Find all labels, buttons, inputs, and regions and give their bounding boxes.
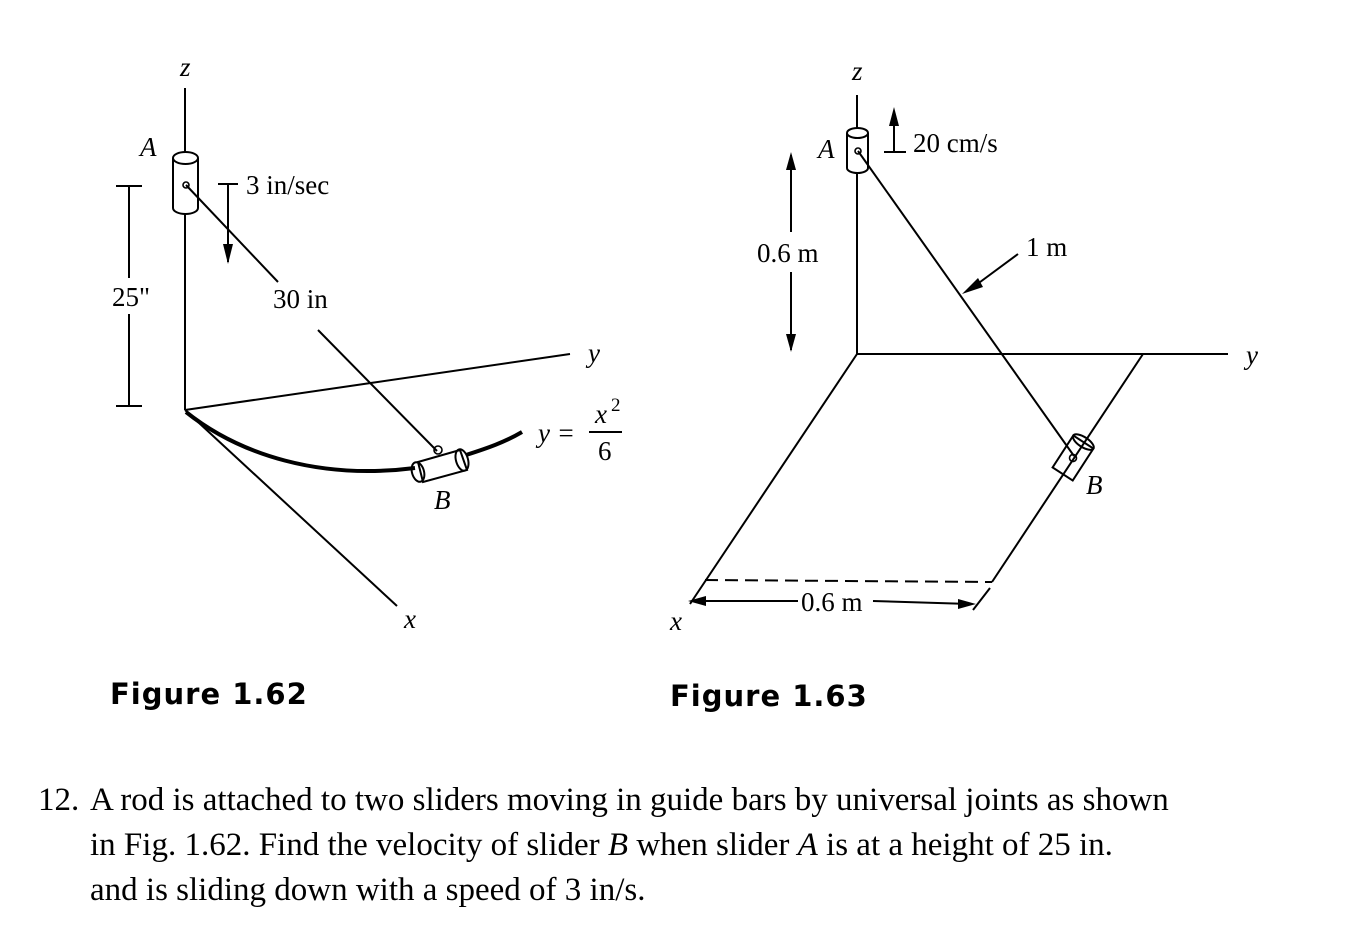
- problem-line-2-text-c: when slider: [628, 827, 798, 863]
- z-axis-label: z: [179, 52, 191, 82]
- curve-equation: y = x 2 6: [535, 395, 622, 466]
- velocity-arrow: [218, 183, 238, 264]
- problem-number: 12.: [38, 782, 80, 818]
- speed-label: 20 cm/s: [913, 128, 998, 158]
- height-dimension: [786, 152, 796, 352]
- rod-upper: [185, 184, 279, 283]
- slider-a: [172, 151, 199, 215]
- problem-text: A rod is attached to two sliders moving …: [90, 778, 1360, 913]
- dashed-edge: [704, 579, 993, 583]
- guide-curve: [184, 410, 416, 473]
- x-axis: [689, 353, 858, 605]
- z-axis-label: z: [851, 56, 863, 86]
- y-axis-label: y: [585, 338, 600, 368]
- equation-lhs: y =: [535, 418, 575, 448]
- figure-163: z y x 0.6 m A: [669, 56, 1258, 713]
- point-a-label: A: [138, 132, 157, 162]
- y-axis-label: y: [1243, 340, 1258, 370]
- problem-line-1: A rod is attached to two sliders moving …: [90, 778, 1360, 823]
- speed-label: 3 in/sec: [246, 170, 329, 200]
- slider-a: [846, 127, 869, 174]
- rod-lower: [317, 329, 438, 452]
- guide-bar: [991, 353, 1144, 583]
- point-a-label: A: [816, 134, 835, 164]
- x-axis-label: x: [669, 606, 682, 636]
- height-dimension: [116, 185, 142, 407]
- problem-line-2-text-a: in Fig. 1.62. Find the velocity of slide…: [90, 827, 608, 863]
- equation-denominator: 6: [598, 436, 612, 466]
- width-label: 0.6 m: [801, 587, 863, 617]
- height-label: 25": [112, 282, 150, 312]
- guide-curve-tail: [465, 430, 524, 457]
- equation-numerator: x: [594, 399, 607, 429]
- figure-162: z y x A 3 in/sec 25": [110, 52, 622, 711]
- slider-b-ref: B: [607, 827, 629, 863]
- problem-line-2: in Fig. 1.62. Find the velocity of slide…: [90, 823, 1360, 868]
- problem-line-1-text: A rod is attached to two sliders moving …: [90, 782, 1169, 818]
- height-label: 0.6 m: [757, 238, 819, 268]
- y-axis: [184, 353, 571, 411]
- equation-exponent: 2: [611, 395, 621, 416]
- problem-line-3: and is sliding down with a speed of 3 in…: [90, 868, 1360, 913]
- figure-163-caption: Figure 1.63: [670, 679, 868, 713]
- width-dimension: [688, 587, 991, 611]
- rod-length-label: 30 in: [273, 284, 328, 314]
- rod-length-label: 1 m: [1026, 232, 1067, 262]
- point-b-label: B: [1086, 470, 1103, 500]
- problem-line-3-text: and is sliding down with a speed of 3 in…: [90, 872, 646, 908]
- slider-a-ref: A: [797, 827, 818, 863]
- rod: [857, 150, 1075, 457]
- x-axis-label: x: [403, 604, 416, 634]
- figure-162-caption: Figure 1.62: [110, 677, 308, 711]
- slider-b: [410, 445, 470, 484]
- rod-length-pointer: [962, 253, 1019, 294]
- x-axis: [184, 409, 398, 607]
- point-b-label: B: [434, 485, 451, 515]
- problem-line-2-text-e: is at a height of 25 in.: [817, 827, 1113, 863]
- slider-b: [1051, 433, 1095, 482]
- velocity-arrow: [884, 107, 906, 153]
